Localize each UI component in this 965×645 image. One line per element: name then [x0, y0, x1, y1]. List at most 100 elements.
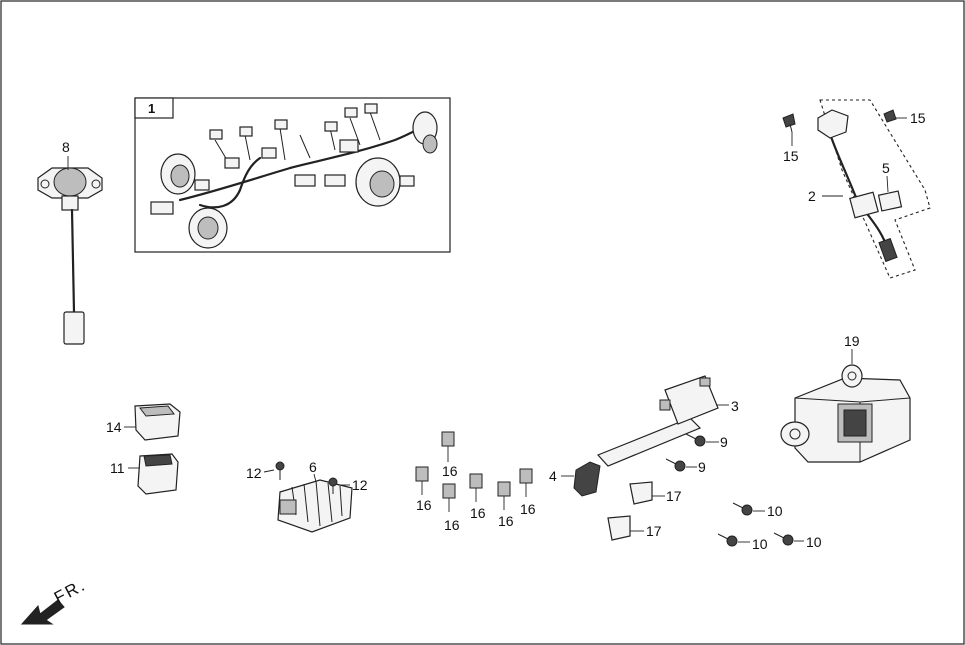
callout-15-right: 15	[910, 110, 926, 126]
sensor-neck	[61, 195, 79, 211]
module-mount-ear	[780, 421, 810, 447]
coil-lead	[596, 417, 702, 467]
part-10-bolt	[782, 534, 794, 546]
part-10-bolts: 10 10 10	[717, 502, 822, 552]
part-3-ignition-coil: 3	[596, 375, 739, 467]
harness-small-terminal	[274, 119, 288, 130]
callout-9-upper: 9	[720, 434, 728, 450]
harness-block-connector	[294, 174, 316, 187]
part-8-sensor: 8	[37, 139, 103, 345]
harness-round-connector-bottom-face	[197, 216, 219, 240]
sensor-mount-hole	[91, 179, 101, 189]
callout-11: 11	[110, 460, 125, 476]
bolt-shank	[773, 532, 785, 539]
sub-harness-connector-top	[817, 109, 849, 139]
harness-small-terminal	[209, 129, 223, 140]
callout-16: 16	[498, 513, 514, 529]
callout-15-left: 15	[783, 148, 799, 164]
callout-19: 19	[844, 333, 860, 349]
harness-small-terminal	[344, 107, 358, 118]
screw-shank	[789, 123, 793, 133]
part-15-screw	[782, 113, 796, 128]
callout-12-right: 12	[352, 477, 368, 493]
leader-line	[886, 175, 889, 193]
callout-4: 4	[549, 468, 557, 484]
bolt-shank	[732, 502, 744, 509]
callout-12-left: 12	[246, 465, 262, 481]
callout-14: 14	[106, 419, 122, 435]
part-14-socket-housing: 14	[106, 403, 181, 441]
housing-opening	[139, 405, 175, 417]
harness-small-terminal	[224, 157, 240, 169]
part-10-bolt	[741, 504, 753, 516]
sensor-lead	[70, 208, 76, 314]
callout-16: 16	[416, 497, 432, 513]
front-arrow-icon	[20, 599, 65, 625]
callout-5: 5	[882, 160, 890, 176]
harness-small-terminal	[324, 121, 338, 132]
harness-round-connector-center-face	[369, 170, 395, 198]
harness-block-connector	[399, 175, 415, 187]
sub-harness-group: 15 15 5 2	[782, 99, 931, 279]
part-12-bolt	[328, 477, 338, 487]
sub-harness-wire	[826, 126, 890, 252]
part-11-plug: 11	[110, 453, 179, 495]
part-16-fuse	[469, 473, 483, 489]
part-12-bolt	[275, 461, 285, 471]
sensor-body	[53, 167, 87, 197]
part-9-bolt	[694, 435, 706, 447]
sub-harness-plug	[878, 237, 898, 263]
part-17-relays: 17 17	[607, 481, 682, 541]
regulator-connector	[279, 499, 297, 515]
callout-10-lower-right: 10	[806, 534, 822, 550]
harness-block-connector	[150, 201, 174, 215]
callout-16: 16	[444, 517, 460, 533]
harness-cap	[422, 134, 438, 154]
callout-16: 16	[520, 501, 536, 517]
module-connector-pins	[843, 409, 867, 437]
sensor-plug	[63, 311, 85, 345]
inset-label-box	[134, 97, 174, 119]
callout-17-upper: 17	[666, 488, 682, 504]
part-10-bolt	[726, 535, 738, 547]
part-9-bolt	[674, 460, 686, 472]
coil-terminal	[659, 399, 671, 411]
bolt-shank	[685, 433, 697, 440]
front-direction-marker: FR.	[20, 575, 89, 625]
harness-block-connector	[324, 174, 346, 187]
harness-block-connector	[261, 147, 277, 159]
plug-cap-body	[573, 461, 601, 497]
part-16-fuses: 16 16 16 16 16 16	[415, 431, 536, 533]
harness-small-terminal	[364, 103, 378, 114]
leader-line	[313, 473, 317, 483]
module-mount-ear	[841, 364, 863, 388]
harness-round-connector-left-face	[170, 164, 190, 188]
harness-small-terminal	[239, 126, 253, 137]
harness-trunk	[178, 122, 430, 202]
part-16-fuse	[497, 481, 511, 497]
bolt-shank	[717, 533, 729, 540]
callout-8: 8	[62, 139, 70, 155]
callout-17-lower: 17	[646, 523, 662, 539]
part-16-fuse	[442, 483, 456, 499]
part-9-bolts: 9 9	[665, 433, 728, 475]
callout-16: 16	[442, 463, 458, 479]
coil-body	[664, 375, 719, 425]
bolt-shank	[665, 458, 677, 465]
module-mount-hole	[789, 428, 801, 440]
sensor-mount-hole	[40, 179, 50, 189]
coil-terminal	[699, 377, 711, 387]
leader-line	[263, 469, 275, 473]
callout-9-lower: 9	[698, 459, 706, 475]
part-6-regulator: 6 12 12	[246, 459, 368, 533]
harness-small-terminal	[194, 179, 210, 191]
part-16-fuse	[519, 468, 533, 484]
part-17-relay	[607, 515, 631, 541]
part-17-relay	[629, 481, 653, 505]
callout-2: 2	[808, 188, 816, 204]
part-4-plug-cap: 4	[549, 461, 601, 497]
harness-leads	[214, 111, 381, 166]
